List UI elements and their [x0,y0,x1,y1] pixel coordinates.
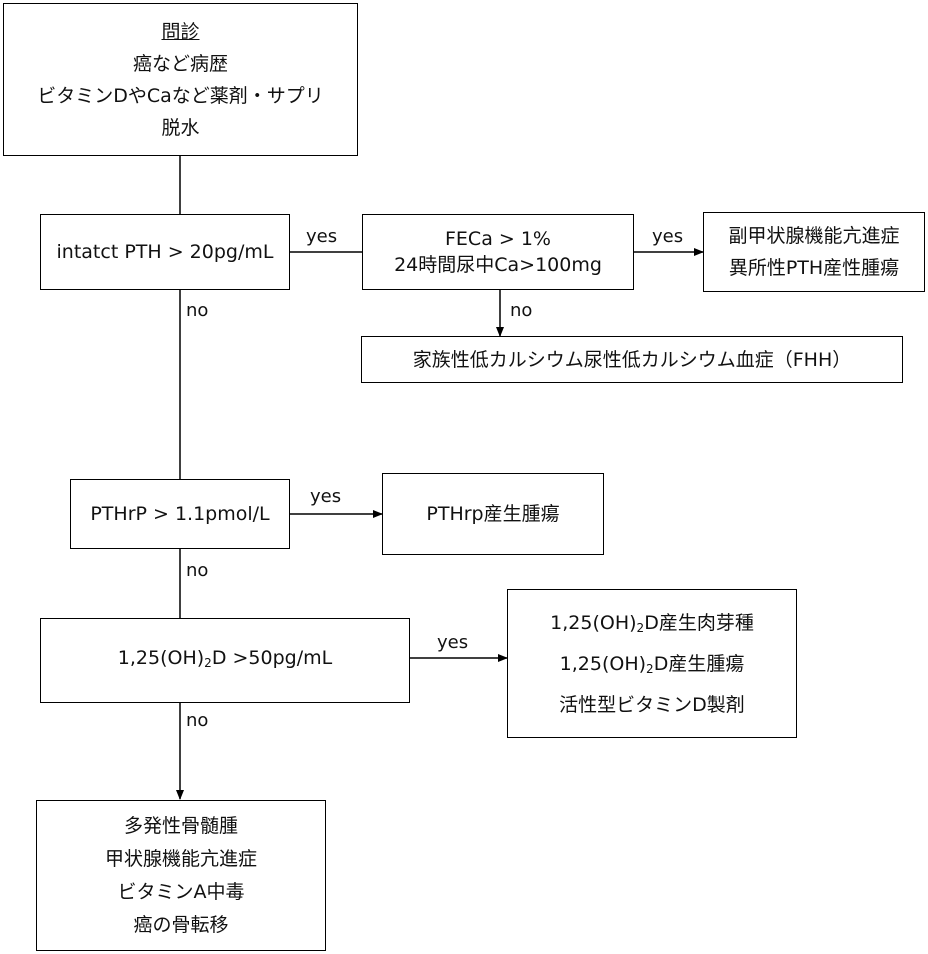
fhh-box: 家族性低カルシウム尿性低カルシウム血症（FHH） [361,336,903,383]
pthrp-tumor-box: PTHrp産生腫瘍 [382,473,604,555]
vitd-result-line: 活性型ビタミンD製剤 [559,693,745,716]
final-line: ビタミンA中毒 [117,880,245,903]
feca-line: FECa > 1% [445,228,551,250]
final-line: 癌の骨転移 [133,913,229,936]
history-box: 問診 癌など病歴 ビタミンDやCaなど薬剤・サプリ 脱水 [3,3,358,156]
final-line: 甲状腺機能亢進症 [104,847,257,870]
label-yes-vitd: yes [437,632,469,653]
pthrp-text: PTHrP > 1.1pmol/L [90,503,270,525]
pth-text: intatct PTH > 20pg/mL [56,241,274,263]
vitd-result-box: 1,25(OH)2D産生肉芽種 1,25(OH)2D産生腫瘍 活性型ビタミンD製… [507,589,797,738]
label-no-feca: no [510,300,533,321]
label-yes-feca: yes [652,226,684,247]
vitd-result-line: 1,25(OH)2D産生肉芽種 [550,611,754,635]
label-yes-pth: yes [306,226,338,247]
history-title: 問診 [161,20,200,43]
fhh-text: 家族性低カルシウム尿性低カルシウム血症（FHH） [412,348,852,371]
pthrp-tumor-text: PTHrp産生腫瘍 [426,503,560,525]
history-line: ビタミンDやCaなど薬剤・サプリ [37,84,324,107]
final-box: 多発性骨髄腫 甲状腺機能亢進症 ビタミンA中毒 癌の骨転移 [36,800,326,951]
hyperpara-box: 副甲状腺機能亢進症 異所性PTH産性腫瘍 [703,212,925,292]
feca-box: FECa > 1% 24時間尿中Ca>100mg [362,214,634,290]
hyperpara-line: 副甲状腺機能亢進症 [728,225,900,247]
hyperpara-line: 異所性PTH産性腫瘍 [728,257,900,279]
label-no-pth: no [186,300,209,321]
vitd-box: 1,25(OH)2D >50pg/mL [40,618,410,703]
label-no-pthrp: no [186,560,209,581]
feca-line: 24時間尿中Ca>100mg [394,254,602,276]
pthrp-box: PTHrP > 1.1pmol/L [70,479,290,549]
vitd-result-line: 1,25(OH)2D産生腫瘍 [559,652,745,676]
final-line: 多発性骨髄腫 [123,814,238,837]
pth-box: intatct PTH > 20pg/mL [40,214,290,290]
history-line: 脱水 [161,116,200,139]
label-no-vitd: no [186,710,209,731]
label-yes-pthrp: yes [310,486,342,507]
history-line: 癌など病歴 [132,52,228,75]
vitd-text: 1,25(OH)2D >50pg/mL [117,647,333,670]
